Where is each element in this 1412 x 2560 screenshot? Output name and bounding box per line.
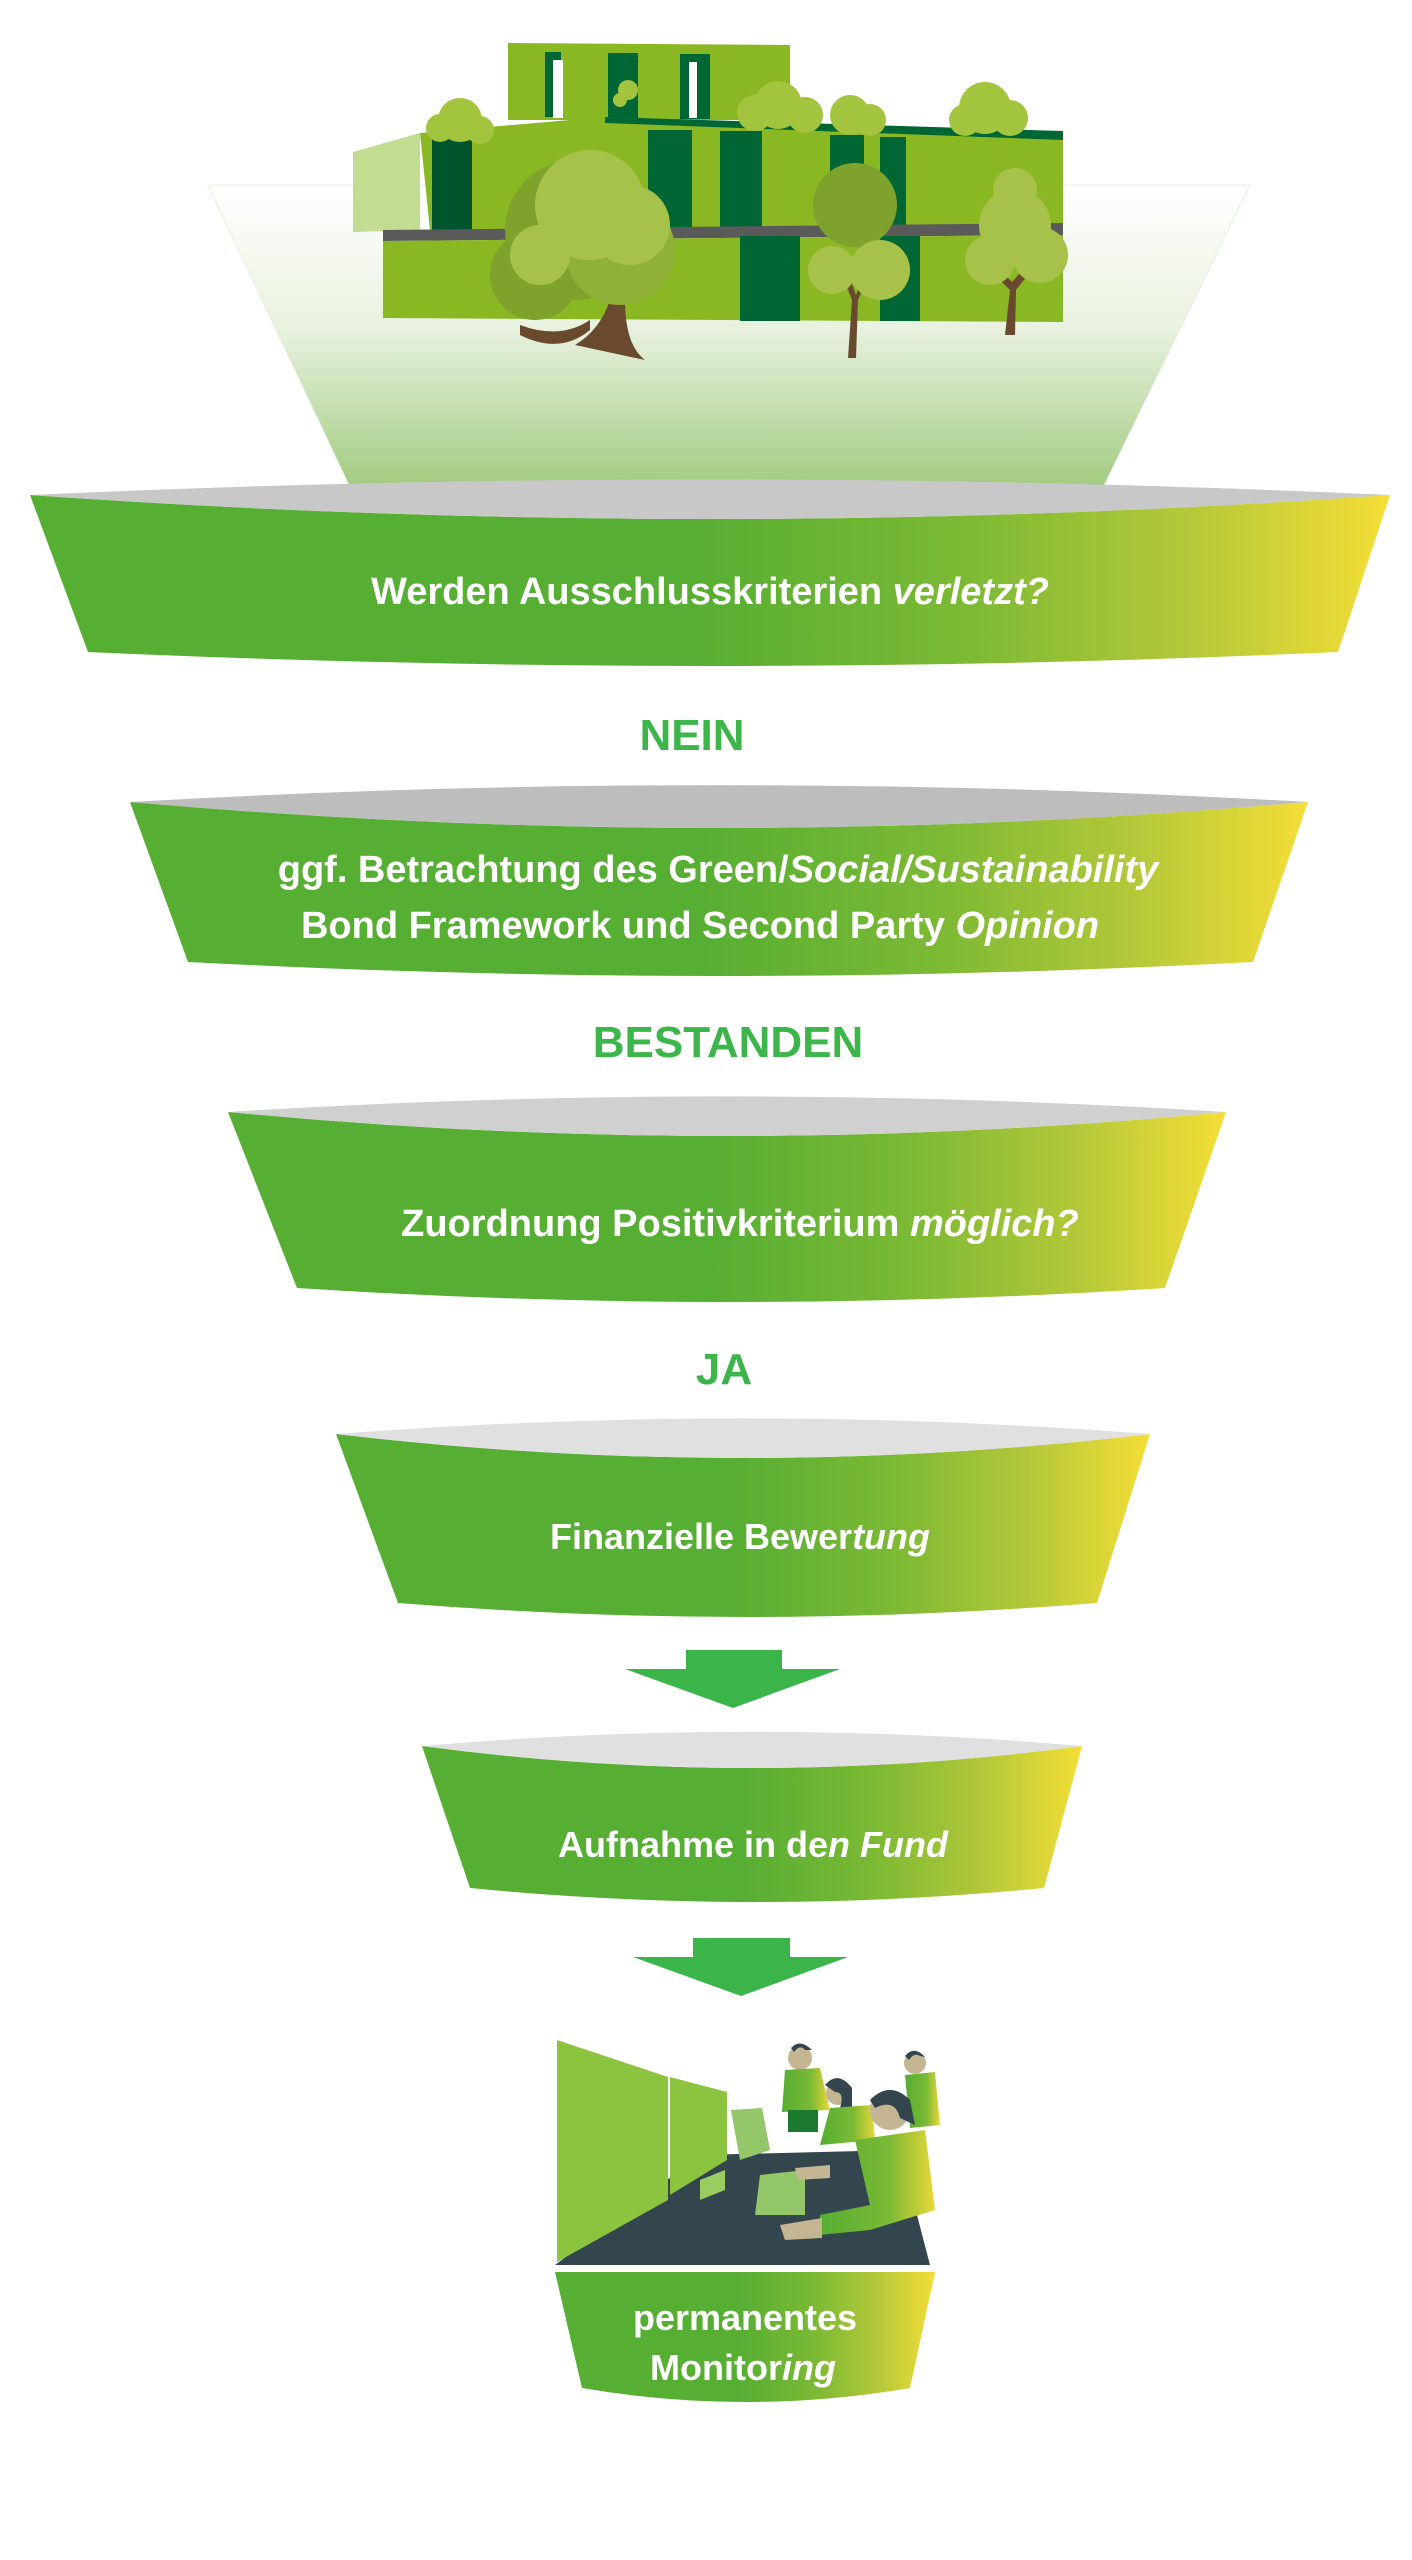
label-segment: Finanzielle Bewer xyxy=(550,1516,852,1557)
label-segment: permanentes xyxy=(633,2297,857,2338)
label-segment: ggf. Betrachtung des Green/ xyxy=(278,849,789,891)
label-segment: Opinion xyxy=(956,905,1100,947)
decision-label-bestanden: BESTANDEN xyxy=(593,1018,864,1067)
label-segment: verletzt? xyxy=(893,571,1049,613)
stage-label-fund: Aufnahme in den Fund xyxy=(558,1824,949,1865)
funnel-band-positive-rim xyxy=(228,1096,1226,1136)
label-segment: Werden Ausschlusskriterien xyxy=(371,571,893,613)
funnel-band-exclusion xyxy=(30,495,1390,666)
funnel-band-framework xyxy=(130,802,1308,976)
down-arrow-icon xyxy=(633,1938,848,1996)
label-segment: n Fund xyxy=(828,1824,949,1865)
decision-label-ja: JA xyxy=(696,1345,752,1394)
label-segment: tung xyxy=(852,1516,930,1557)
label-segment: Social/Sustainability xyxy=(789,849,1160,891)
funnel-band-fund xyxy=(422,1746,1082,1902)
funnel-band-positive xyxy=(228,1112,1226,1302)
stage-label-financial: Finanzielle Bewertung xyxy=(550,1516,930,1557)
label-segment: Monitor xyxy=(650,2347,782,2388)
stage-label-monitoring-line1: permanentes xyxy=(633,2297,857,2338)
stage-label-exclusion: Werden Ausschlusskriterien verletzt? xyxy=(371,571,1049,613)
label-segment: Bond Framework und Second Party xyxy=(301,905,956,947)
middle-tree xyxy=(808,163,910,358)
green-building-illustration xyxy=(207,43,1251,499)
monitor-screen xyxy=(557,2040,668,2262)
building-lower xyxy=(383,235,1063,322)
stage-label-monitoring-line2: Monitoring xyxy=(650,2347,836,2388)
monitor-screen xyxy=(670,2077,727,2195)
label-segment: Aufnahme in de xyxy=(558,1824,828,1865)
funnel-band-framework-rim xyxy=(130,785,1308,828)
label-segment: möglich? xyxy=(910,1203,1079,1245)
funnel-band-exclusion-rim xyxy=(30,479,1390,519)
building-tower xyxy=(508,43,790,120)
desk xyxy=(555,2150,930,2265)
funnel-band-financial-rim xyxy=(336,1418,1150,1458)
down-arrow-icon xyxy=(625,1650,840,1708)
large-tree xyxy=(490,150,675,360)
stage-label-framework-line1: ggf. Betrachtung des Green/Social/Sustai… xyxy=(278,849,1160,891)
funnel-bands xyxy=(30,479,1390,2402)
right-tree xyxy=(965,168,1068,335)
laptop xyxy=(731,2108,770,2160)
funnel-band-monitoring xyxy=(555,2272,935,2402)
monitoring-team-illustration xyxy=(555,2040,940,2265)
funnel-band-financial xyxy=(336,1434,1150,1617)
stage-label-framework-line2: Bond Framework und Second Party Opinion xyxy=(301,905,1099,947)
label-segment: ing xyxy=(782,2347,836,2388)
label-segment: Zuordnung Positivkriterium xyxy=(401,1203,910,1245)
stage-label-positive: Zuordnung Positivkriterium möglich? xyxy=(401,1203,1079,1245)
decision-label-nein: NEIN xyxy=(639,711,744,760)
funnel-band-fund-rim xyxy=(422,1731,1082,1768)
